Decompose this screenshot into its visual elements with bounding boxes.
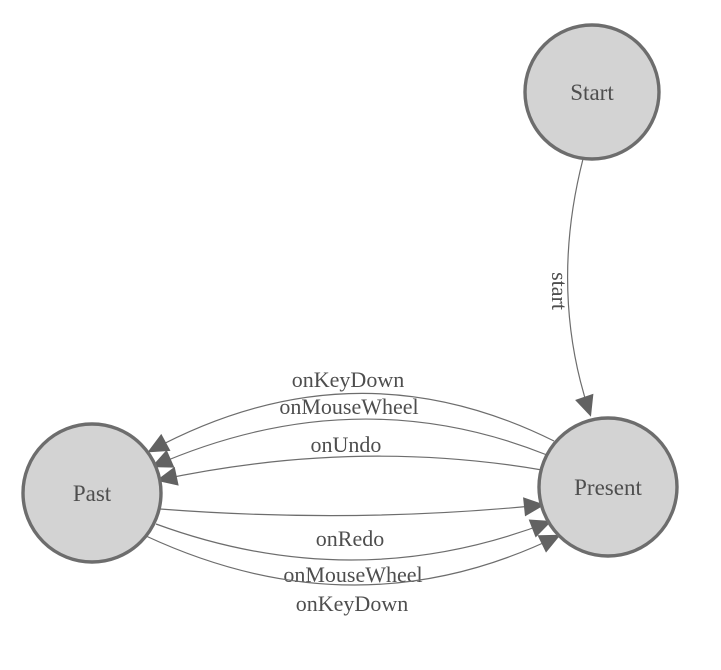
edge-line-onkeydown-top [147, 392, 555, 453]
state-circle-present[interactable] [537, 416, 679, 558]
edge-label-onmousewheel-bottom: onMouseWheel [283, 562, 422, 587]
edge-label-onundo: onUndo [311, 432, 382, 457]
state-circle-start[interactable] [523, 23, 661, 161]
edge-label-start: start [547, 272, 572, 310]
state-node-start[interactable]: Start [523, 23, 661, 161]
state-label-past: Past [73, 481, 112, 506]
state-circle-past[interactable] [21, 422, 163, 564]
edge-label-onredo: onRedo [316, 526, 384, 551]
edge-line-onundo [156, 455, 543, 486]
edge-line-onredo [159, 497, 545, 517]
edge-line-onmousewheel-bottom [155, 519, 552, 561]
transition-start-to-present: start [547, 158, 594, 417]
transition-onundo-present-to-past: onUndo [156, 432, 543, 486]
transition-onkeydown-present-to-past: onKeyDown [147, 367, 555, 453]
edge-line-start [567, 158, 594, 417]
state-node-present[interactable]: Present [537, 416, 679, 558]
edge-label-onkeydown-bottom: onKeyDown [296, 591, 408, 616]
edge-label-onkeydown-top: onKeyDown [292, 367, 404, 392]
state-label-present: Present [574, 475, 642, 500]
state-label-start: Start [570, 80, 614, 105]
edge-line-onmousewheel-top [151, 418, 548, 468]
transition-onmousewheel-present-to-past: onMouseWheel [151, 394, 548, 468]
edge-line-onkeydown-bottom [145, 534, 561, 586]
edge-label-onmousewheel-top: onMouseWheel [279, 394, 418, 419]
state-node-past[interactable]: Past [21, 422, 163, 564]
transition-onkeydown-past-to-present: onKeyDown [145, 534, 561, 616]
transition-onredo-past-to-present: onRedo [159, 497, 545, 551]
